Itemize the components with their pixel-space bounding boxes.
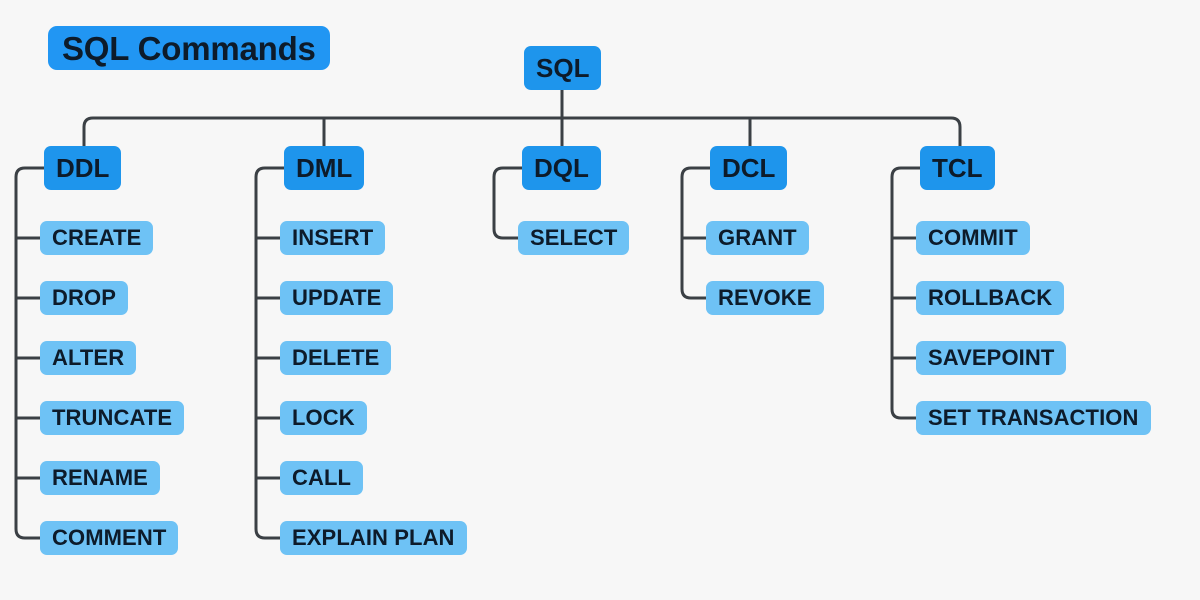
node-sql[interactable]: SQL [524,46,602,90]
node-delete[interactable]: DELETE [280,341,392,375]
node-insert[interactable]: INSERT [280,221,386,255]
node-tcl[interactable]: TCL [920,146,995,190]
node-comment[interactable]: COMMENT [40,521,179,555]
node-savepoint[interactable]: SAVEPOINT [916,341,1067,375]
node-truncate[interactable]: TRUNCATE [40,401,185,435]
node-drop[interactable]: DROP [40,281,128,315]
node-rename[interactable]: RENAME [40,461,160,495]
node-create[interactable]: CREATE [40,221,154,255]
node-rollback[interactable]: ROLLBACK [916,281,1065,315]
node-alter[interactable]: ALTER [40,341,137,375]
diagram-title: SQL Commands [48,26,330,70]
node-dql[interactable]: DQL [522,146,601,190]
node-lock[interactable]: LOCK [280,401,367,435]
node-call[interactable]: CALL [280,461,364,495]
node-explain-plan[interactable]: EXPLAIN PLAN [280,521,467,555]
node-ddl[interactable]: DDL [44,146,122,190]
node-dcl[interactable]: DCL [710,146,788,190]
node-commit[interactable]: COMMIT [916,221,1030,255]
node-revoke[interactable]: REVOKE [706,281,824,315]
node-dml[interactable]: DML [284,146,365,190]
node-grant[interactable]: GRANT [706,221,809,255]
node-update[interactable]: UPDATE [280,281,394,315]
node-select[interactable]: SELECT [518,221,630,255]
node-set-transaction[interactable]: SET TRANSACTION [916,401,1151,435]
